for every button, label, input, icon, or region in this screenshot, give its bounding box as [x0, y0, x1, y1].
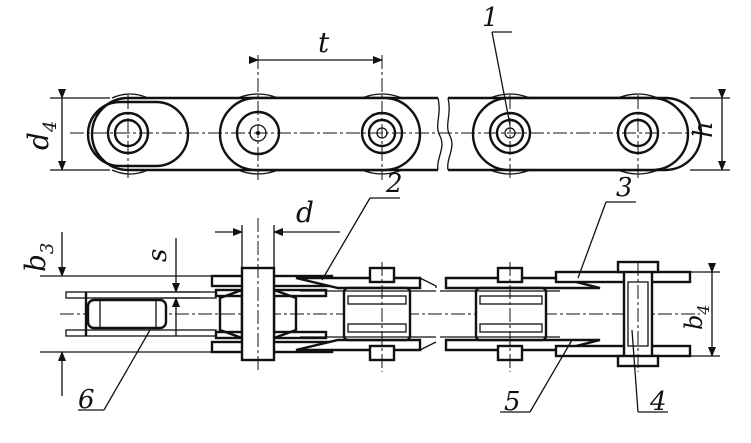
top-view: t d4 h 1 [22, 3, 730, 180]
roller-left [86, 298, 168, 330]
pitch-label: t [318, 26, 330, 59]
break-line-right [447, 97, 453, 171]
h-label: h [689, 121, 719, 138]
inner-plate [86, 100, 190, 168]
d4-label: d4 [22, 121, 61, 150]
callout-1: 1 [482, 3, 499, 33]
callout-4: 4 [649, 387, 667, 417]
b3-label: b3 [19, 243, 58, 272]
roller-bulge [111, 93, 149, 175]
d-label: d [296, 196, 314, 229]
callout-5: 5 [504, 387, 521, 417]
callout-3: 3 [616, 173, 633, 203]
svg-text:d4: d4 [22, 121, 61, 150]
callout-2: 2 [385, 169, 403, 199]
callout-6: 6 [78, 385, 95, 415]
break-line-left [437, 97, 443, 171]
roller-right [474, 286, 548, 342]
b4-label: b4 [680, 304, 713, 330]
section-view: d b3 [19, 169, 720, 417]
s-label: s [143, 249, 173, 262]
